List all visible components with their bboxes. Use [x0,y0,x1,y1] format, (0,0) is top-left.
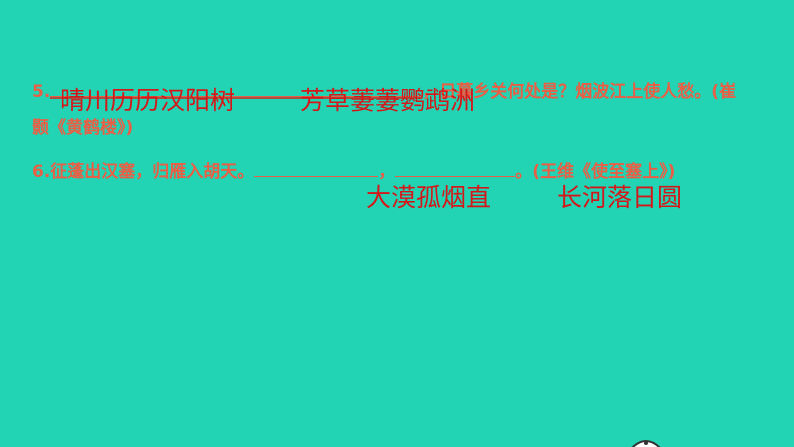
answer-blank [50,95,423,97]
answer-5-part2: 芳草萋萋鹦鹉洲 [300,86,476,115]
answer-6-part1: 大漠孤烟直 [366,183,492,212]
answer-blank [254,175,379,177]
question-5-text: ，日暮乡关何处是？烟波江上使人愁。(崔 [422,82,737,102]
question-5-source: 颢《黄鹤楼》) [32,118,134,138]
answer-blank [395,175,516,177]
answer-6-part2: 长河落日圆 [557,183,683,212]
handwritten-underline [50,97,420,99]
question-6-source: (王维《使至塞上》) [532,162,676,182]
question-6-text: 6.征蓬出汉塞，归雁入胡天。 [32,162,255,182]
cartoon-decoration [631,440,661,447]
answer-5-part1: 晴川历历汉阳树 [60,86,236,115]
question-5-line1: 5. ，日暮乡关何处是？烟波江上使人愁。(崔 [32,80,736,104]
question-5-line2: 颢《黄鹤楼》) [32,116,133,140]
question-6-separator: ， [378,162,396,182]
question-5-number: 5. [32,82,51,102]
question-6-period: 。 [515,162,533,182]
question-6: 6.征蓬出汉塞，归雁入胡天。 ， 。(王维《使至塞上》) [32,160,675,184]
